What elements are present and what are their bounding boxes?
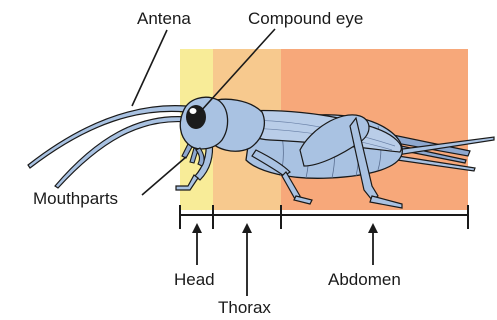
head-label: Head xyxy=(174,270,215,290)
compound-eye-label: Compound eye xyxy=(248,9,363,29)
thorax-arrow-head xyxy=(242,223,252,233)
antenna-label: Antena xyxy=(137,9,191,29)
head-arrow-head xyxy=(192,223,202,233)
antenna-leader-line xyxy=(132,30,167,106)
abdomen-label: Abdomen xyxy=(328,270,401,290)
mouthparts-label: Mouthparts xyxy=(33,189,118,209)
thorax-label: Thorax xyxy=(218,298,271,318)
compound-eye-highlight xyxy=(190,108,197,114)
abdomen-arrow-head xyxy=(368,223,378,233)
